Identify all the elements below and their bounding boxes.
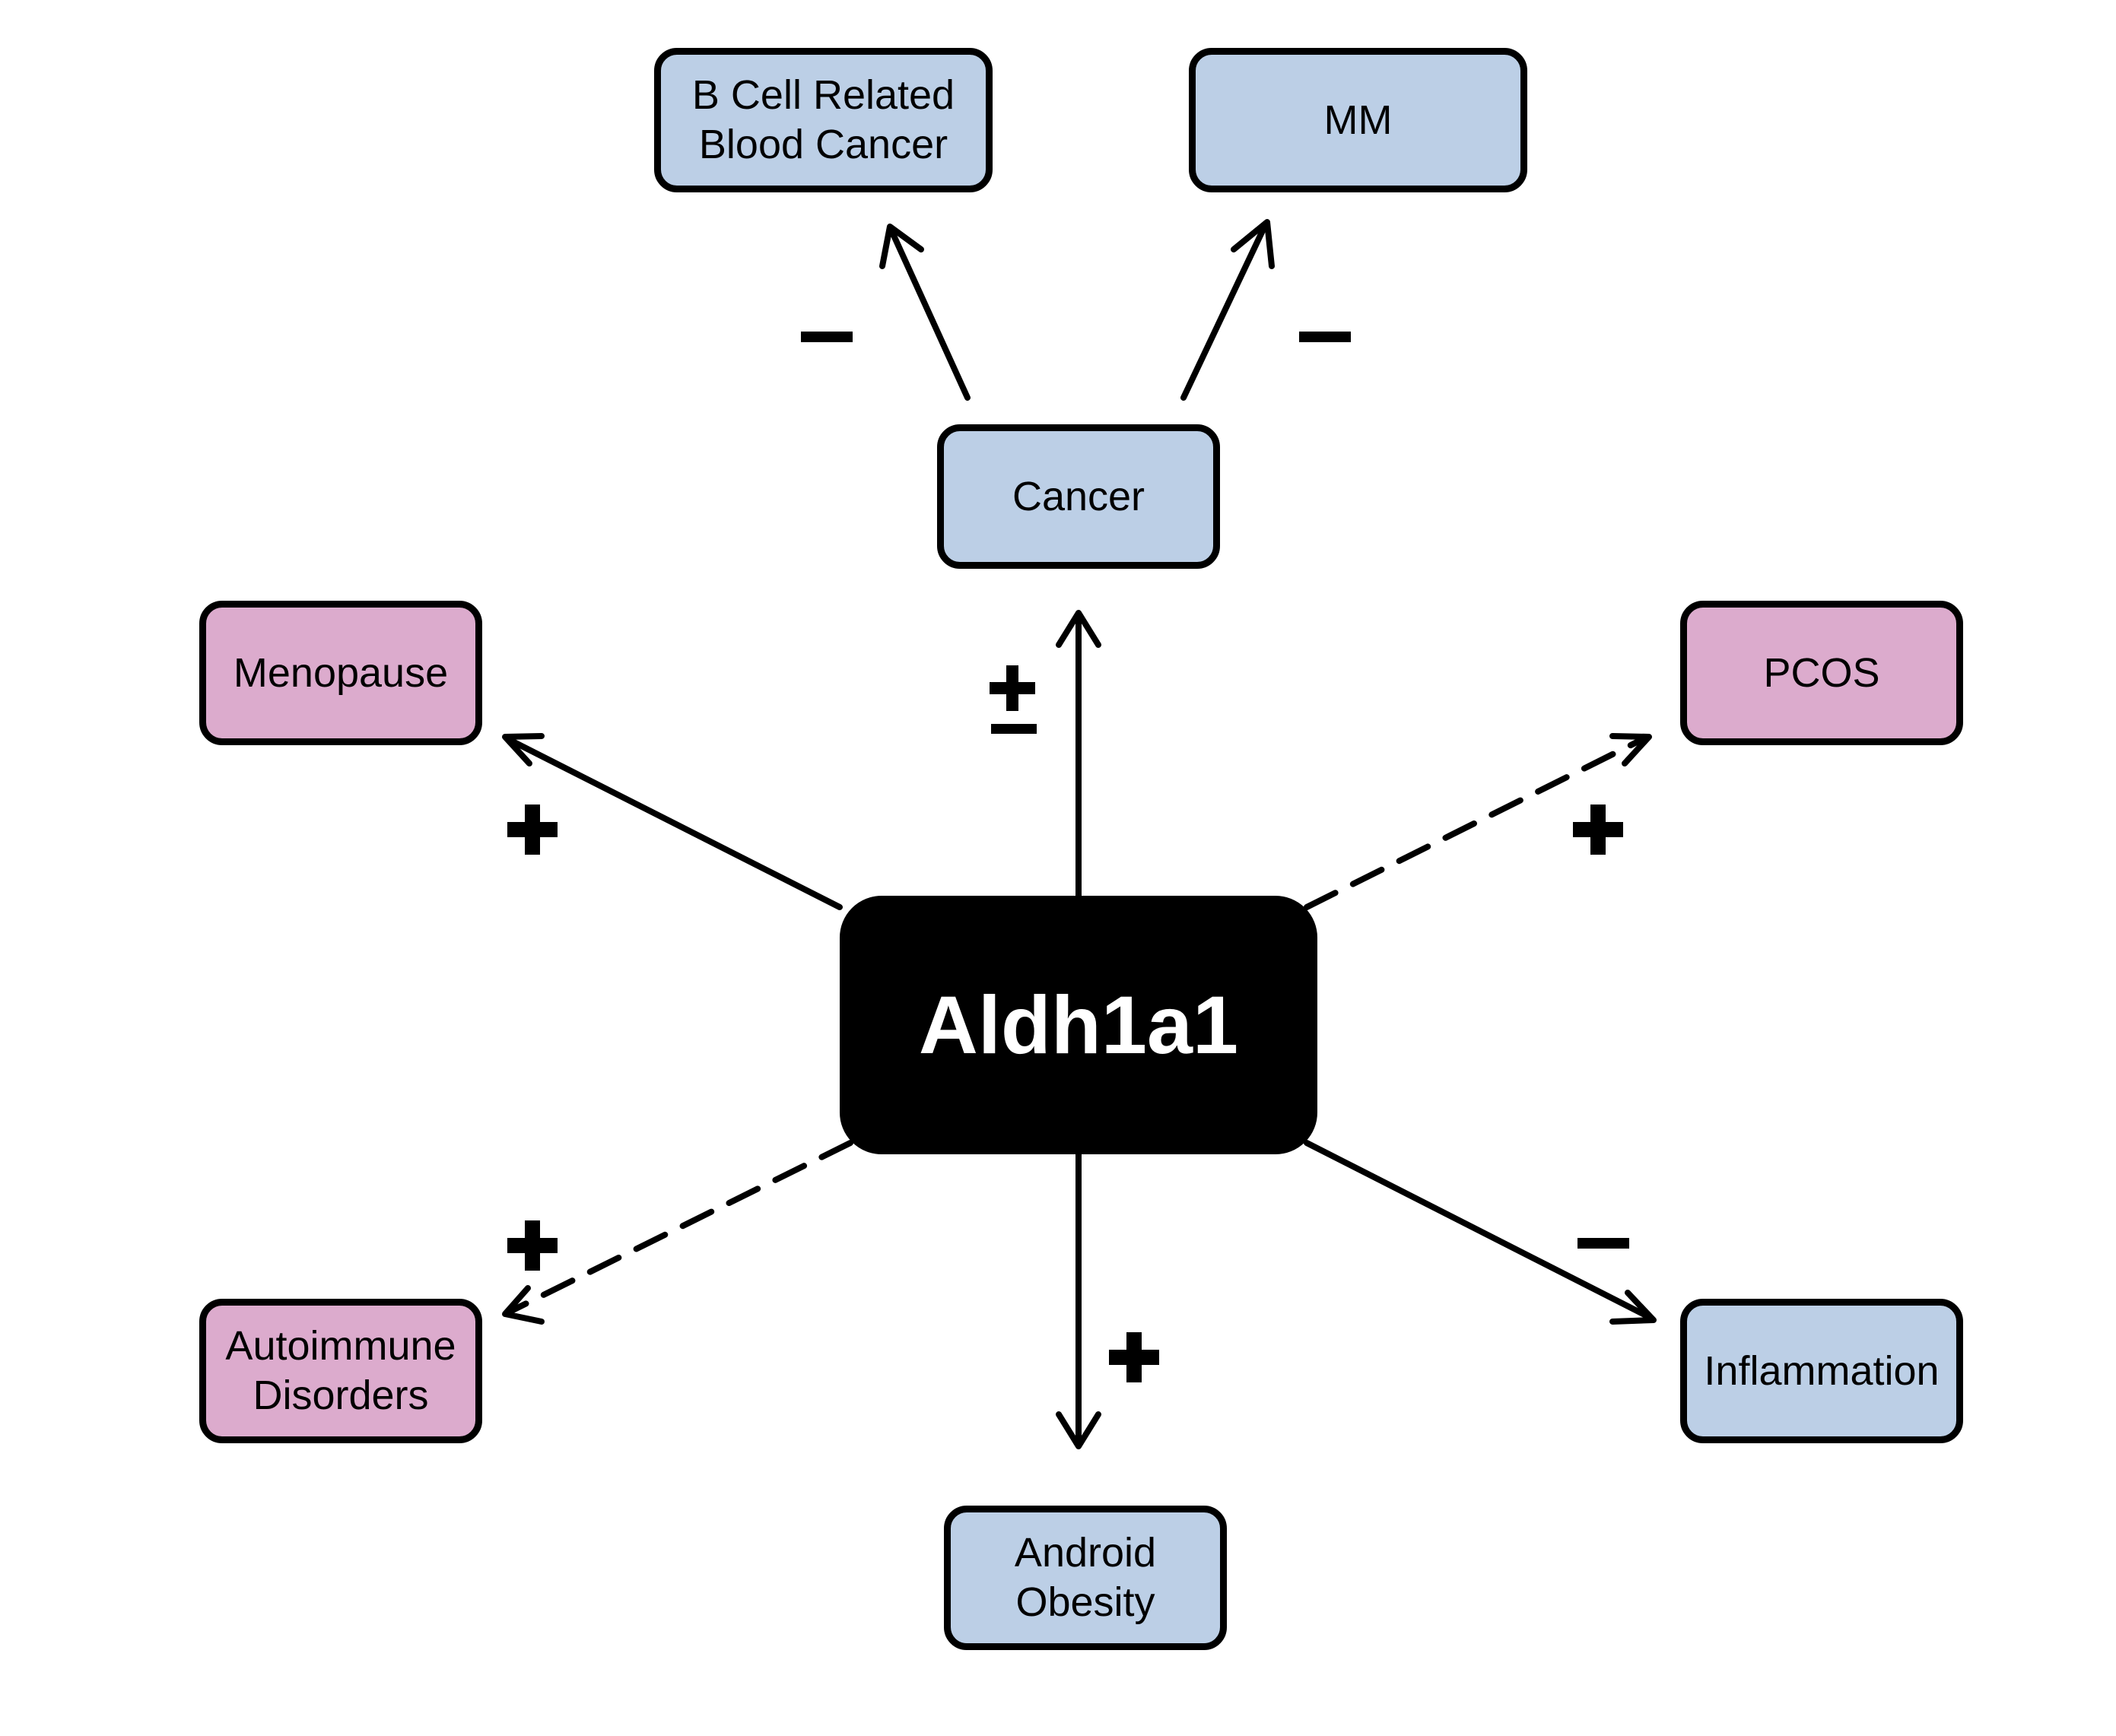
edge-cancer-mm: [1180, 219, 1275, 401]
node-inflammation-label: Inflammation: [1704, 1347, 1940, 1394]
node-b-cell-blood-cancer-label: B Cell Related Blood Cancer: [691, 72, 955, 167]
node-mm-label: MM: [1323, 97, 1393, 143]
node-cancer-label: Cancer: [1012, 473, 1145, 519]
edge-aldh1a1-pcos: [1304, 733, 1652, 910]
node-menopause: Menopause: [199, 601, 482, 745]
edge-aldh1a1-autoimmune: [502, 1140, 853, 1325]
sign-minus-inflammation: [1577, 1238, 1629, 1249]
node-pcos: PCOS: [1680, 601, 1963, 745]
edge-aldh1a1-android-obesity: [1056, 1151, 1101, 1449]
sign-plus-android-obesity: [1109, 1332, 1159, 1382]
sign-plus-pcos: [1573, 805, 1623, 855]
sign-plus-autoimmune: [507, 1220, 558, 1271]
sign-minus-bcell: [801, 332, 853, 342]
edge-aldh1a1-cancer: [1056, 610, 1101, 899]
node-mm: MM: [1189, 48, 1527, 192]
node-inflammation: Inflammation: [1680, 1299, 1963, 1443]
edge-aldh1a1-menopause: [502, 733, 843, 910]
sign-minus-mm: [1299, 332, 1351, 342]
sign-plus-menopause: [507, 805, 558, 855]
edge-cancer-bcell: [879, 224, 971, 401]
node-autoimmune-disorders: Autoimmune Disorders: [199, 1299, 482, 1443]
node-cancer: Cancer: [937, 424, 1220, 569]
node-aldh1a1-label: Aldh1a1: [918, 979, 1239, 1071]
sign-plus-minus-cancer: [990, 665, 1037, 734]
node-menopause-label: Menopause: [233, 649, 449, 696]
node-android-obesity: Android Obesity: [944, 1506, 1227, 1650]
node-b-cell-blood-cancer: B Cell Related Blood Cancer: [654, 48, 993, 192]
node-autoimmune-disorders-label: Autoimmune Disorders: [225, 1323, 456, 1418]
node-android-obesity-label: Android Obesity: [1014, 1530, 1157, 1625]
node-pcos-label: PCOS: [1763, 649, 1880, 696]
node-aldh1a1: Aldh1a1: [840, 896, 1317, 1154]
edge-aldh1a1-inflammation: [1304, 1140, 1657, 1325]
